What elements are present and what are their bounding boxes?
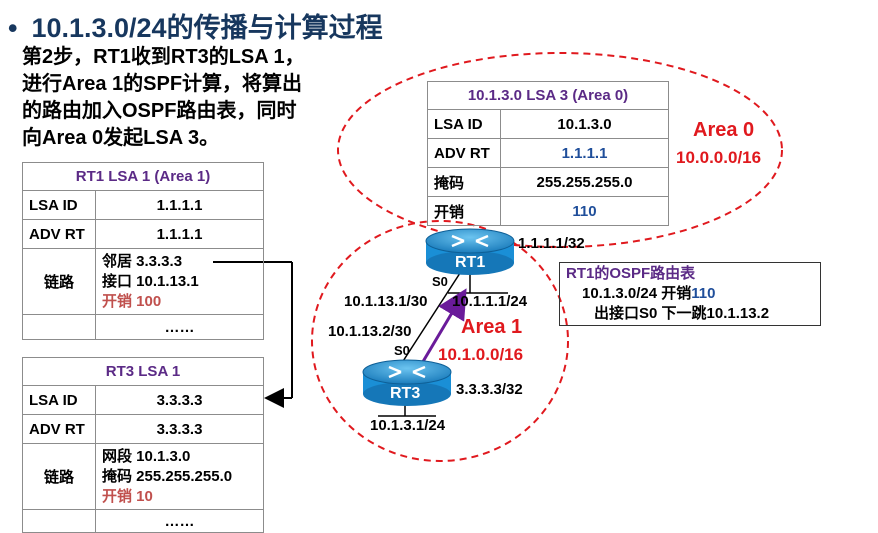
rt1-lan-ip: 10.1.1.1/24 <box>452 293 528 310</box>
cost-value: 110 <box>500 196 669 226</box>
lsa-id-label: LSA ID <box>22 190 96 220</box>
rt3-lan-ip: 10.1.3.1/24 <box>370 417 446 434</box>
cost-label: 开销 <box>427 196 501 226</box>
link-details: 邻居 3.3.3.3 接口 10.1.13.1 开销 100 <box>95 248 264 315</box>
area1-network: 10.1.0.0/16 <box>438 345 524 364</box>
rt1-ospf-route-table: RT1的OSPF路由表 10.1.3.0/24 开销110 出接口S0 下一跳1… <box>559 262 821 326</box>
bullet: • <box>8 13 18 43</box>
adv-rt-value: 1.1.1.1 <box>500 138 669 168</box>
table-header: RT1 LSA 1 (Area 1) <box>22 162 264 191</box>
rt3-s0-label: S0 <box>394 343 410 358</box>
rt1-s0-ip: 10.1.13.1/30 <box>344 293 428 310</box>
rt3-loopback: 3.3.3.3/32 <box>456 381 523 398</box>
step-line: 的路由加入OSPF路由表，同时 <box>22 100 297 122</box>
area1-boundary <box>311 220 569 462</box>
rt3-name: RT3 <box>390 385 421 402</box>
cost-line: 开销 100 <box>102 293 162 310</box>
adv-rt-label: ADV RT <box>427 138 501 168</box>
lsa-id-label: LSA ID <box>427 109 501 139</box>
step-line: 第2步，RT1收到RT3的LSA 1， <box>22 46 305 68</box>
rt3-s0-ip: 10.1.13.2/30 <box>328 323 412 340</box>
rt1-lsa1-table: RT1 LSA 1 (Area 1) LSA ID 1.1.1.1 ADV RT… <box>22 162 264 340</box>
adv-rt-label: ADV RT <box>22 219 96 249</box>
link-label: 链路 <box>22 248 96 315</box>
rt3-router-icon <box>362 359 452 406</box>
title-text: 10.1.3.0/24的传播与计算过程 <box>31 13 383 43</box>
adv-rt-value: 1.1.1.1 <box>95 219 264 249</box>
rt1-loopback: 1.1.1.1/32 <box>518 235 585 252</box>
rt1-name: RT1 <box>455 254 486 271</box>
step-line: 进行Area 1的SPF计算，将算出 <box>22 73 303 95</box>
mask-value: 255.255.255.0 <box>500 167 669 197</box>
more-ellipsis: …… <box>95 314 264 340</box>
mask-label: 掩码 <box>427 167 501 197</box>
lsa-id-value: 10.1.3.0 <box>500 109 669 139</box>
table-header: RT3 LSA 1 <box>22 357 264 386</box>
route-cost: 110 <box>691 285 716 302</box>
slide-title: • 10.1.3.0/24的传播与计算过程 <box>8 6 383 45</box>
route-entry-line2: 出接口S0 下一跳10.1.13.2 <box>594 305 770 322</box>
lsa-id-label: LSA ID <box>22 385 96 415</box>
link-label: 链路 <box>22 443 96 510</box>
rt3-lsa1-table: RT3 LSA 1 LSA ID 3.3.3.3 ADV RT 3.3.3.3 … <box>22 357 264 533</box>
area1-label: Area 1 <box>461 316 523 338</box>
route-table-title: RT1的OSPF路由表 <box>566 265 696 282</box>
adv-rt-label: ADV RT <box>22 414 96 444</box>
lsa3-table: 10.1.3.0 LSA 3 (Area 0) LSA ID 10.1.3.0 … <box>427 81 669 226</box>
area0-label: Area 0 <box>693 119 755 141</box>
interface-line: 接口 10.1.13.1 <box>102 273 199 290</box>
rt1-s0-label: S0 <box>432 274 448 289</box>
link-details: 网段 10.1.3.0 掩码 255.255.255.0 开销 10 <box>95 443 264 510</box>
step-description: 第2步，RT1收到RT3的LSA 1， 进行Area 1的SPF计算，将算出 的… <box>22 44 305 152</box>
route-entry-line1: 10.1.3.0/24 开销110 <box>566 284 814 304</box>
rt1-router-icon <box>425 228 515 275</box>
table-header: 10.1.3.0 LSA 3 (Area 0) <box>427 81 669 110</box>
cost-line: 开销 10 <box>102 488 153 505</box>
lsa-id-value: 1.1.1.1 <box>95 190 264 220</box>
step-line: 向Area 0发起LSA 3。 <box>22 127 220 149</box>
network-line: 网段 10.1.3.0 <box>102 448 191 465</box>
lsa-id-value: 3.3.3.3 <box>95 385 264 415</box>
area0-network: 10.0.0.0/16 <box>676 148 762 167</box>
route-prefix: 10.1.3.0/24 开销 <box>582 285 692 302</box>
mask-line: 掩码 255.255.255.0 <box>102 468 233 485</box>
more-ellipsis: …… <box>95 509 264 533</box>
adv-rt-value: 3.3.3.3 <box>95 414 264 444</box>
neighbor-line: 邻居 3.3.3.3 <box>102 253 183 270</box>
area0-boundary <box>337 52 783 248</box>
